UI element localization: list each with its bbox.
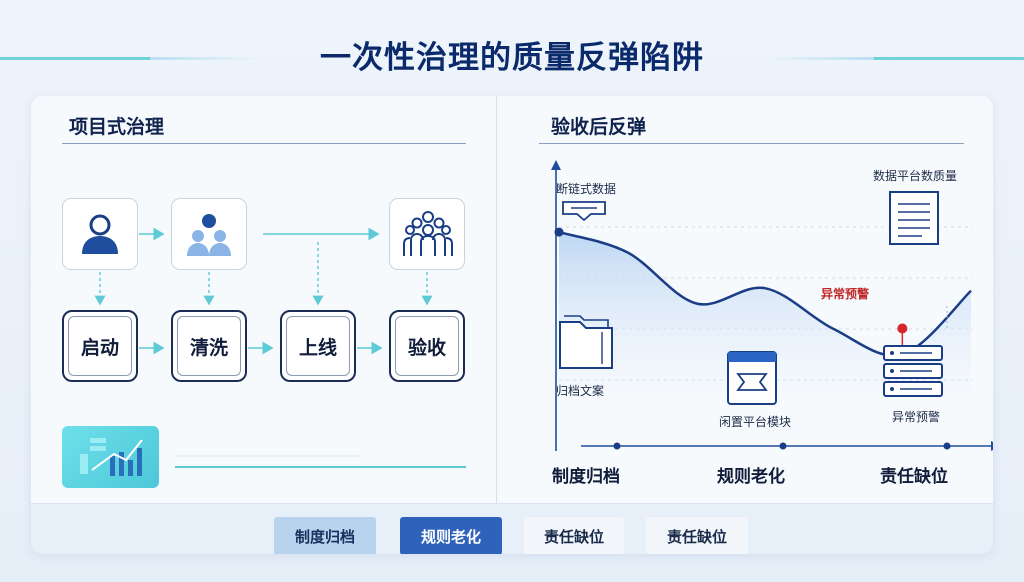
annotation-broken-data: 断链式数据: [556, 182, 617, 196]
annotation-archive-doc: 归档文案: [556, 384, 605, 398]
chart-x-axis-arrow: [991, 441, 993, 451]
server-icon: [883, 345, 943, 397]
step-label: 上线: [286, 316, 350, 376]
title-decor-line: [150, 57, 260, 60]
annotation-platform-quality: 数据平台数质量: [873, 169, 958, 183]
team-icon-box: [389, 198, 465, 270]
bottom-tab-bar: [31, 503, 993, 554]
tab-no-owner-2[interactable]: 责任缺位: [646, 517, 748, 554]
step-label: 验收: [395, 316, 459, 376]
user-icon: [82, 214, 118, 254]
title-decor-line: [764, 57, 874, 60]
step-label: 清洗: [177, 316, 241, 376]
right-section-rule: [539, 143, 964, 144]
step-label: 启动: [68, 316, 132, 376]
chart-x-tick: [613, 442, 621, 450]
tab-archive[interactable]: 制度归档: [274, 517, 376, 554]
right-section-title: 验收后反弹: [551, 116, 647, 138]
step-start: 启动: [62, 310, 138, 382]
page-title: 一次性治理的质量反弹陷阱: [320, 40, 704, 76]
warning-pin-head: [897, 323, 908, 334]
broken-link-icon: [562, 201, 606, 222]
main-card: 项目式治理: [31, 96, 993, 554]
title-area: 一次性治理的质量反弹陷阱: [0, 24, 1024, 76]
step-clean: 清洗: [171, 310, 247, 382]
left-section-rule: [62, 143, 466, 144]
left-section-title: 项目式治理: [69, 116, 165, 138]
chart-x-tick: [779, 442, 787, 450]
team-icon: [403, 211, 453, 256]
axis-label-archive: 制度归档: [552, 467, 620, 487]
annotation-anomaly-alert: 异常预警: [892, 410, 941, 424]
annotation-idle-module: 闲置平台模块: [719, 415, 792, 429]
single-user-icon-box: [62, 198, 138, 270]
left-flow-connectors: [94, 227, 466, 468]
tab-rule-aging[interactable]: 规则老化: [400, 517, 502, 554]
axis-label-no-owner: 责任缺位: [880, 467, 948, 487]
idle-module-icon: [727, 351, 777, 405]
chart-y-axis-arrow: [551, 160, 561, 170]
chart-point: [554, 227, 564, 237]
panel-divider: [496, 96, 497, 503]
title-decor-line: [874, 57, 1024, 60]
tab-no-owner[interactable]: 责任缺位: [524, 517, 624, 554]
group-icon-box: [171, 198, 247, 270]
step-launch: 上线: [280, 310, 356, 382]
title-decor-line: [0, 57, 150, 60]
chart-x-tick: [943, 442, 951, 450]
step-accept: 验收: [389, 310, 465, 382]
chart-area: [559, 232, 971, 391]
dashboard-thumbnail: [62, 426, 159, 488]
document-icon: [889, 191, 939, 245]
folder-icon: [559, 315, 613, 369]
group-icon: [187, 214, 231, 256]
annotation-warning-point: 异常预警: [821, 287, 870, 301]
axis-label-rule-aging: 规则老化: [717, 467, 785, 487]
bar-chart-icon: [80, 438, 143, 476]
